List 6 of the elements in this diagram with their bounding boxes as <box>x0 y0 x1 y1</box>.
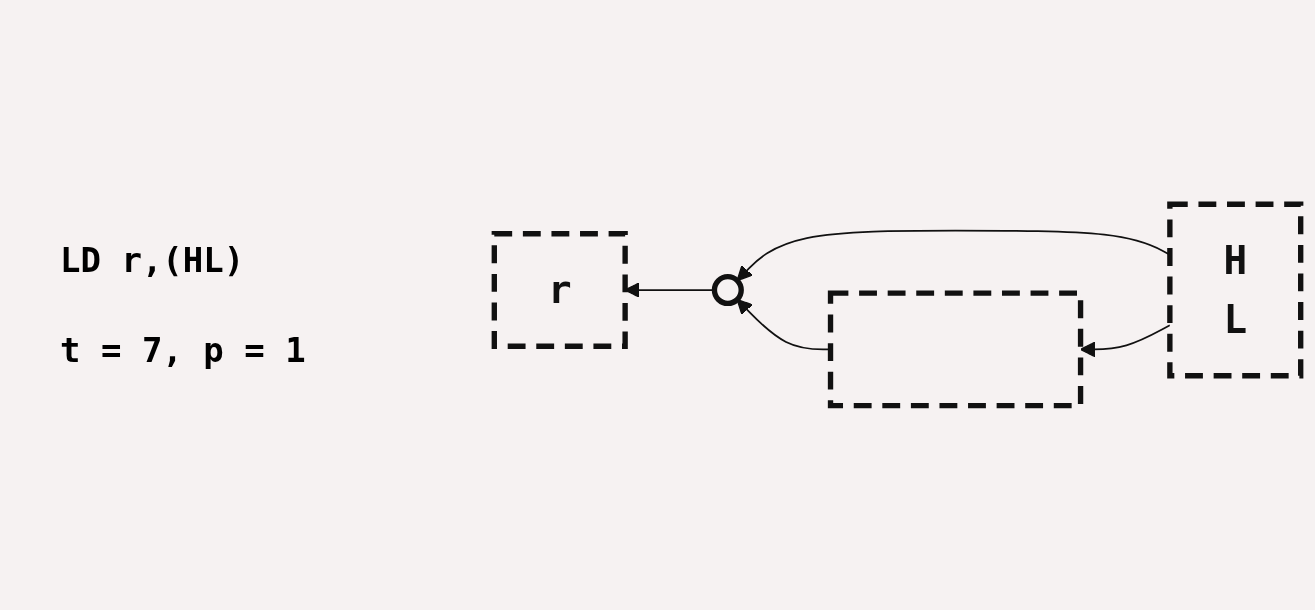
node-box: r <box>491 231 628 349</box>
node-box <box>827 290 1084 409</box>
node-box: H L <box>1167 201 1304 379</box>
instruction-text: LD r,(HL) <box>60 240 246 280</box>
instruction-text: t = 7, p = 1 <box>60 330 307 370</box>
node-circle <box>711 273 744 307</box>
